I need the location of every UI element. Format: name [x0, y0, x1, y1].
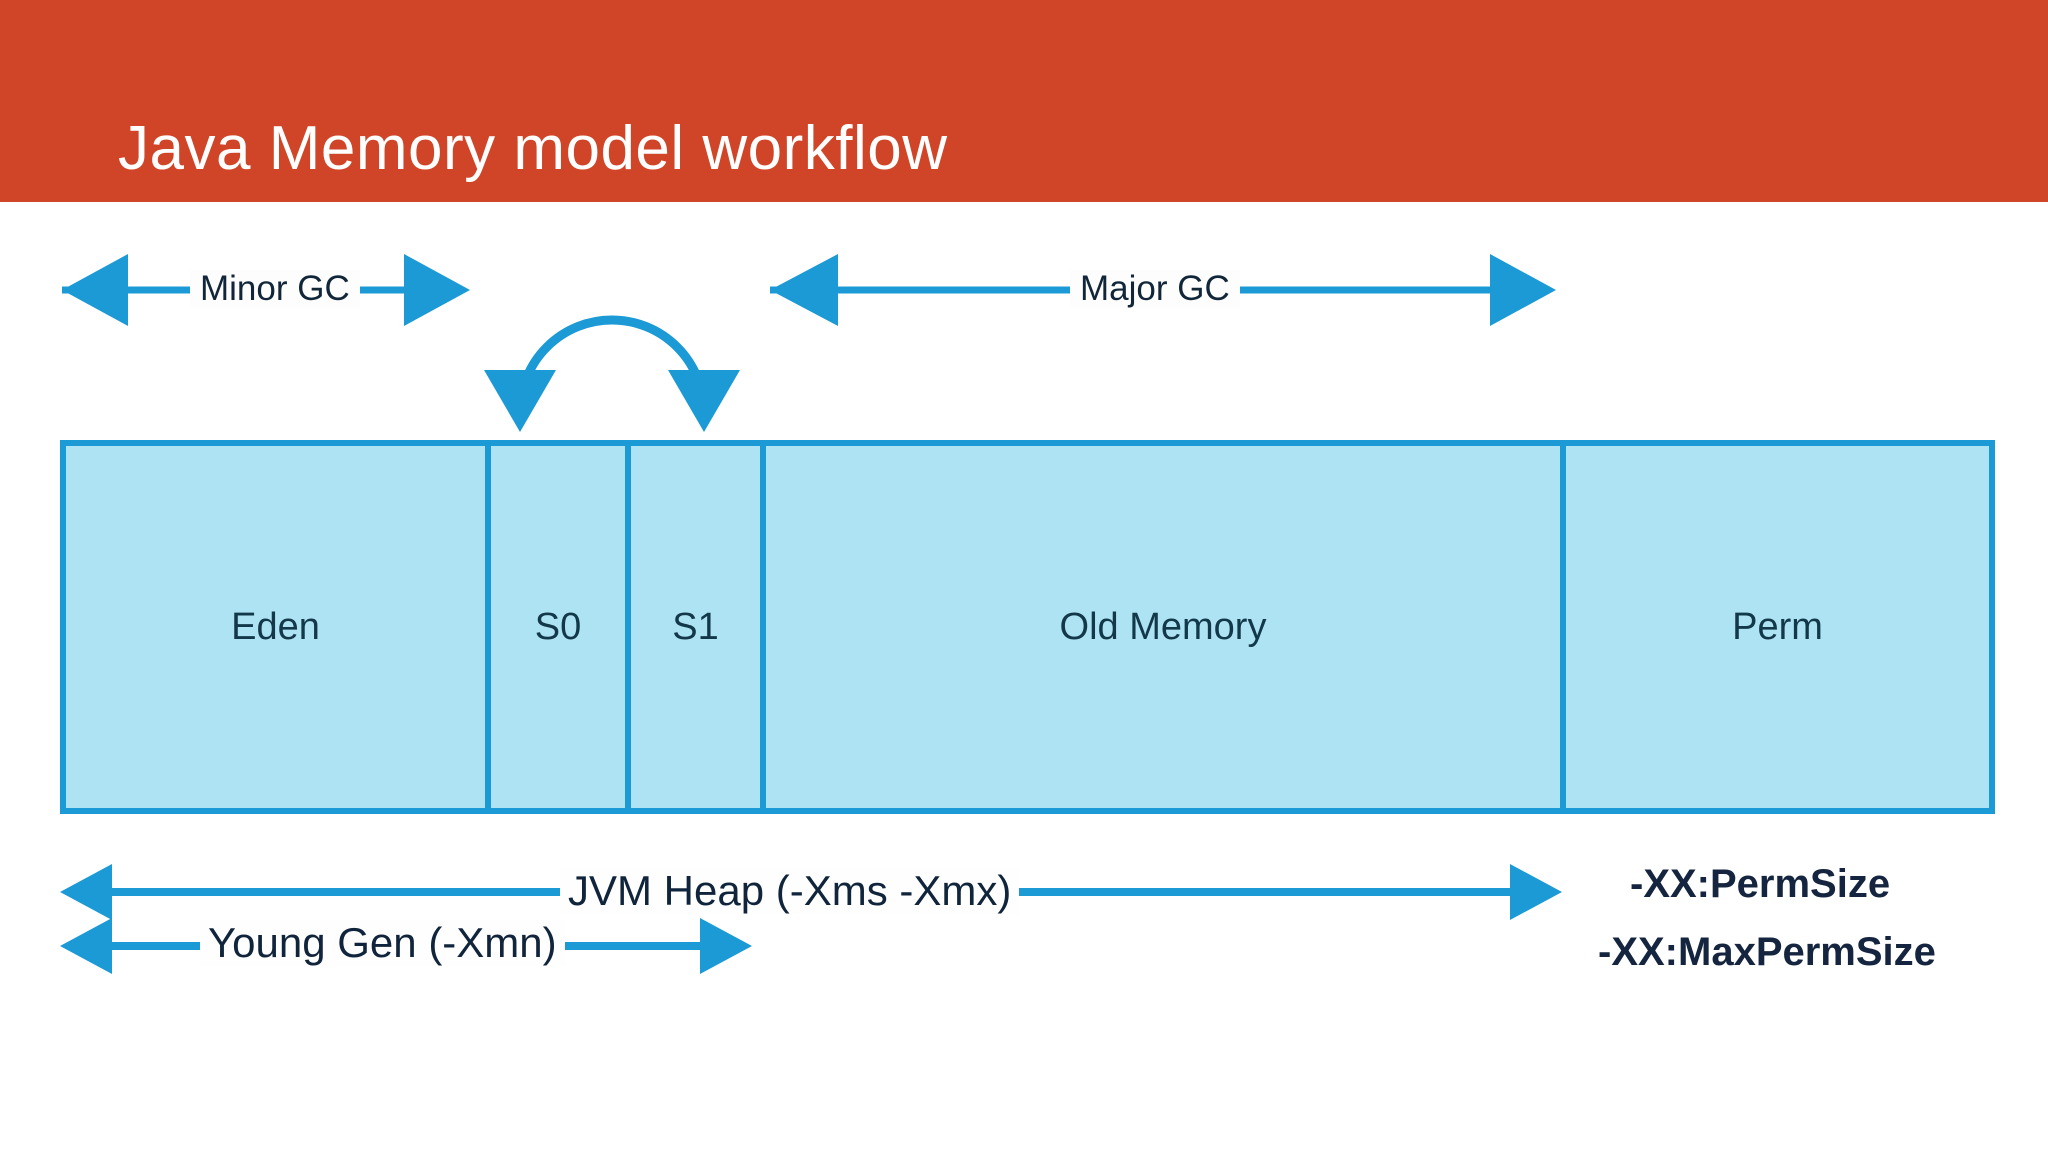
- memory-block-perm[interactable]: Perm: [1566, 446, 1989, 808]
- jvm-heap-label: JVM Heap (-Xms -Xmx): [560, 868, 1020, 914]
- header-banner: Java Memory model workflow: [0, 0, 2048, 202]
- memory-block-eden[interactable]: Eden: [66, 446, 491, 808]
- memory-block-old-memory-label: Old Memory: [1059, 605, 1267, 648]
- diagram-canvas: Minor GC Major GC Eden S0 S1 Old Memory …: [0, 202, 2048, 1152]
- max-perm-size-note: -XX:MaxPermSize: [1598, 930, 1936, 974]
- memory-block-s1[interactable]: S1: [631, 446, 766, 808]
- memory-block-perm-label: Perm: [1732, 605, 1823, 648]
- perm-size-note: -XX:PermSize: [1630, 862, 1891, 906]
- memory-block-s0-label: S0: [534, 605, 582, 648]
- survivor-swap-arc: [484, 315, 740, 432]
- memory-block-eden-label: Eden: [231, 605, 320, 648]
- memory-block-s0[interactable]: S0: [491, 446, 631, 808]
- young-gen-label: Young Gen (-Xmn): [200, 920, 565, 966]
- minor-gc-label: Minor GC: [190, 270, 360, 308]
- memory-block-s1-label: S1: [672, 605, 719, 648]
- page-title: Java Memory model workflow: [118, 114, 948, 183]
- major-gc-label: Major GC: [1070, 270, 1240, 308]
- memory-block-old-memory[interactable]: Old Memory: [766, 446, 1566, 808]
- memory-blocks-row: Eden S0 S1 Old Memory Perm: [60, 440, 1995, 814]
